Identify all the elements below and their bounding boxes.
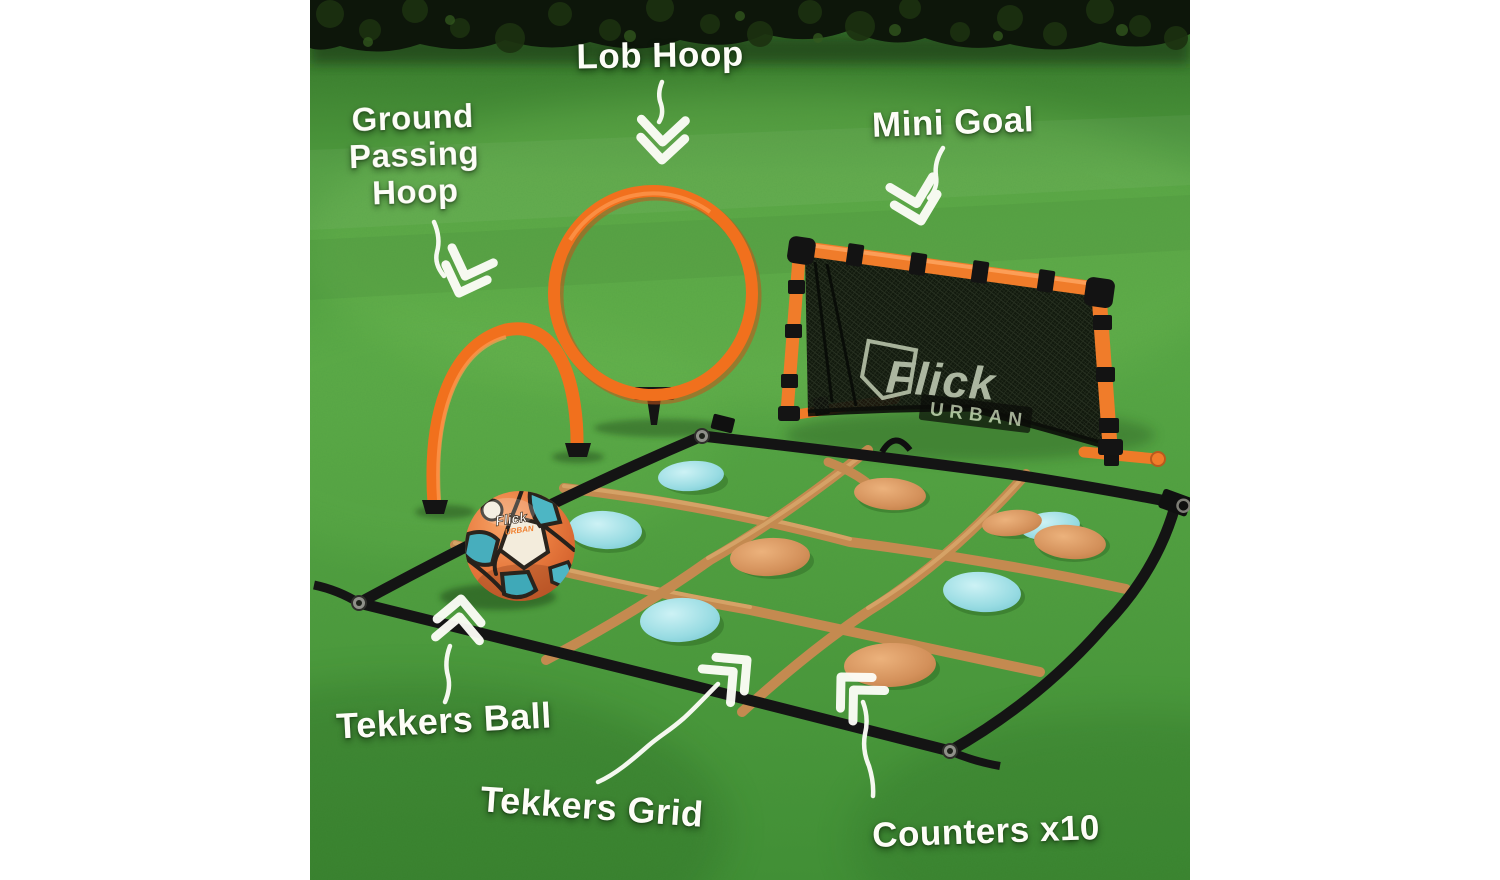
goal-logo-strap	[918, 394, 1033, 433]
counter-orange	[1034, 524, 1106, 560]
ball-logo-text: Flick	[494, 509, 529, 529]
counter-orange	[982, 509, 1042, 537]
grommet-top	[694, 428, 710, 444]
label-mini-goal: Mini Goal	[871, 100, 1035, 145]
ball-panels	[465, 491, 575, 601]
grid-strap-row1	[559, 483, 1131, 594]
goal-left-foot	[778, 406, 800, 421]
hedge-leaves	[316, 0, 1188, 53]
lob-hoop-stand-stem	[647, 398, 661, 425]
goal-post-straps	[781, 280, 1119, 433]
counter-blue	[658, 460, 724, 492]
grid-strap-tab	[710, 413, 735, 433]
counter-blue	[568, 510, 642, 550]
hedge-leaf-highlights	[363, 11, 1128, 47]
ball-logo-group: Flick URBAN	[494, 508, 535, 537]
label-counters: Counters x10	[871, 808, 1101, 855]
lob-hoop-highlight	[568, 191, 712, 242]
goal-crossbar-straps	[845, 243, 1056, 293]
goal-logo-shield	[859, 338, 919, 401]
counters-set	[568, 460, 1110, 690]
ground-passing-hoop	[415, 322, 604, 519]
grommet-bottom	[942, 743, 958, 759]
arrow-tekkers-ball	[431, 594, 486, 705]
net-drape-folds	[813, 261, 858, 407]
arch-highlight	[436, 335, 507, 501]
right-white-margin	[1190, 0, 1500, 880]
mini-goal: Flick URBAN	[778, 236, 1166, 467]
arrow-mini-goal	[885, 145, 946, 226]
arrow-tekkers-grid	[595, 652, 752, 785]
goal-right-foot	[1098, 439, 1123, 455]
ball-logo-sub-text: URBAN	[504, 524, 534, 537]
arrow-counters	[835, 672, 890, 799]
grid-strap-row1-hl	[562, 484, 852, 541]
product-photo-scene: Flick URBAN	[310, 0, 1190, 880]
arrow-ground-passing-hoop	[431, 219, 498, 298]
goal-rear-bar-right	[1078, 446, 1162, 465]
arch-foot-left	[422, 500, 448, 514]
grommet-left	[351, 595, 367, 611]
grid-border-bottom	[357, 597, 952, 757]
counter-blue	[943, 571, 1021, 613]
grid-corner-buckle	[1158, 488, 1190, 517]
hedge	[310, 0, 1190, 64]
counter-orange	[854, 477, 926, 511]
grid-grommets	[351, 428, 958, 759]
lob-hoop	[548, 185, 762, 437]
grid-strap-col2-hl	[866, 474, 1026, 610]
counter-blue	[640, 597, 720, 643]
goal-corner-elbows	[787, 236, 1115, 309]
arch-tube	[426, 322, 584, 511]
goal-bar-end-cap	[1150, 451, 1166, 467]
left-white-margin	[0, 0, 310, 880]
annotation-arrows	[431, 79, 946, 799]
tekkers-grid	[313, 413, 1190, 770]
grid-straps-tan	[450, 445, 1131, 717]
grid-strap-tail-top	[823, 457, 871, 487]
product-photo: Flick URBAN	[310, 0, 1190, 880]
arrow-lob-hoop	[636, 79, 690, 165]
grid-border-right	[947, 501, 1182, 756]
lob-hoop-ring	[548, 185, 758, 401]
label-ground-passing-hoop: Ground Passing Hoop	[348, 96, 480, 212]
arch-foot-right	[565, 443, 591, 457]
counter-orange	[730, 537, 810, 577]
tekkers-ball: Flick URBAN	[440, 491, 575, 610]
grid-border-top	[701, 430, 1178, 509]
label-lob-hoop: Lob Hoop	[576, 34, 744, 77]
grid-carry-handle	[879, 437, 913, 454]
